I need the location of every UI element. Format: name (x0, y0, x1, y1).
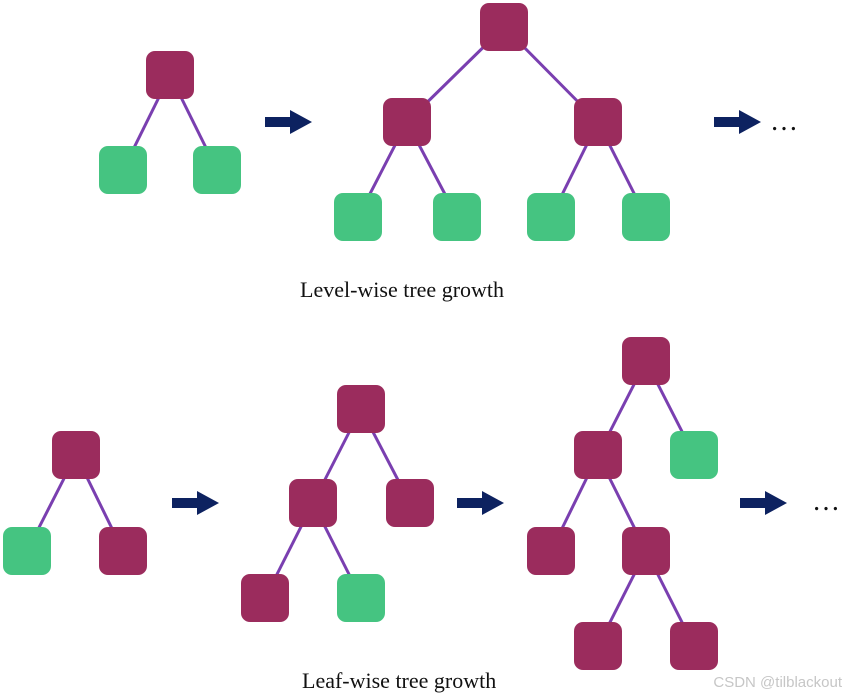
right-arrow-icon (457, 491, 504, 515)
nodes-layer (3, 3, 718, 670)
leaf-wise-stage3-split-node (574, 622, 622, 670)
level-wise-stage2-leaf-node (622, 193, 670, 241)
level-wise-stage2-split-node (480, 3, 528, 51)
level-wise-stage2-leaf-node (334, 193, 382, 241)
level-wise-continuation: … (770, 106, 798, 137)
level-wise-caption: Level-wise tree growth (300, 277, 504, 302)
leaf-wise-continuation: … (812, 486, 840, 517)
leaf-wise-stage3-leaf-node (670, 431, 718, 479)
right-arrow-icon (740, 491, 787, 515)
leaf-wise-stage3-split-node (622, 527, 670, 575)
leaf-wise-stage1-leaf-node (3, 527, 51, 575)
leaf-wise-stage2-split-node (241, 574, 289, 622)
watermark: CSDN @tilblackout (713, 674, 842, 691)
leaf-wise-stage2-leaf-node (337, 574, 385, 622)
leaf-wise-stage1-split-node (99, 527, 147, 575)
right-arrow-icon (172, 491, 219, 515)
leaf-wise-stage2-split-node (337, 385, 385, 433)
leaf-wise-stage2-split-node (289, 479, 337, 527)
level-wise-stage1-leaf-node (193, 146, 241, 194)
level-wise-stage2-leaf-node (527, 193, 575, 241)
level-wise-stage2-split-node (574, 98, 622, 146)
level-wise-stage1-leaf-node (99, 146, 147, 194)
leaf-wise-stage2-split-node (386, 479, 434, 527)
leaf-wise-stage3-split-node (670, 622, 718, 670)
leaf-wise-stage1-split-node (52, 431, 100, 479)
right-arrow-icon (714, 110, 761, 134)
right-arrow-icon (265, 110, 312, 134)
level-wise-stage1-split-node (146, 51, 194, 99)
leaf-wise-stage3-split-node (622, 337, 670, 385)
arrows-layer (172, 110, 787, 515)
level-wise-stage2-leaf-node (433, 193, 481, 241)
leaf-wise-stage3-split-node (574, 431, 622, 479)
leaf-wise-stage3-split-node (527, 527, 575, 575)
leaf-wise-caption: Leaf-wise tree growth (302, 668, 496, 693)
level-wise-stage2-split-node (383, 98, 431, 146)
